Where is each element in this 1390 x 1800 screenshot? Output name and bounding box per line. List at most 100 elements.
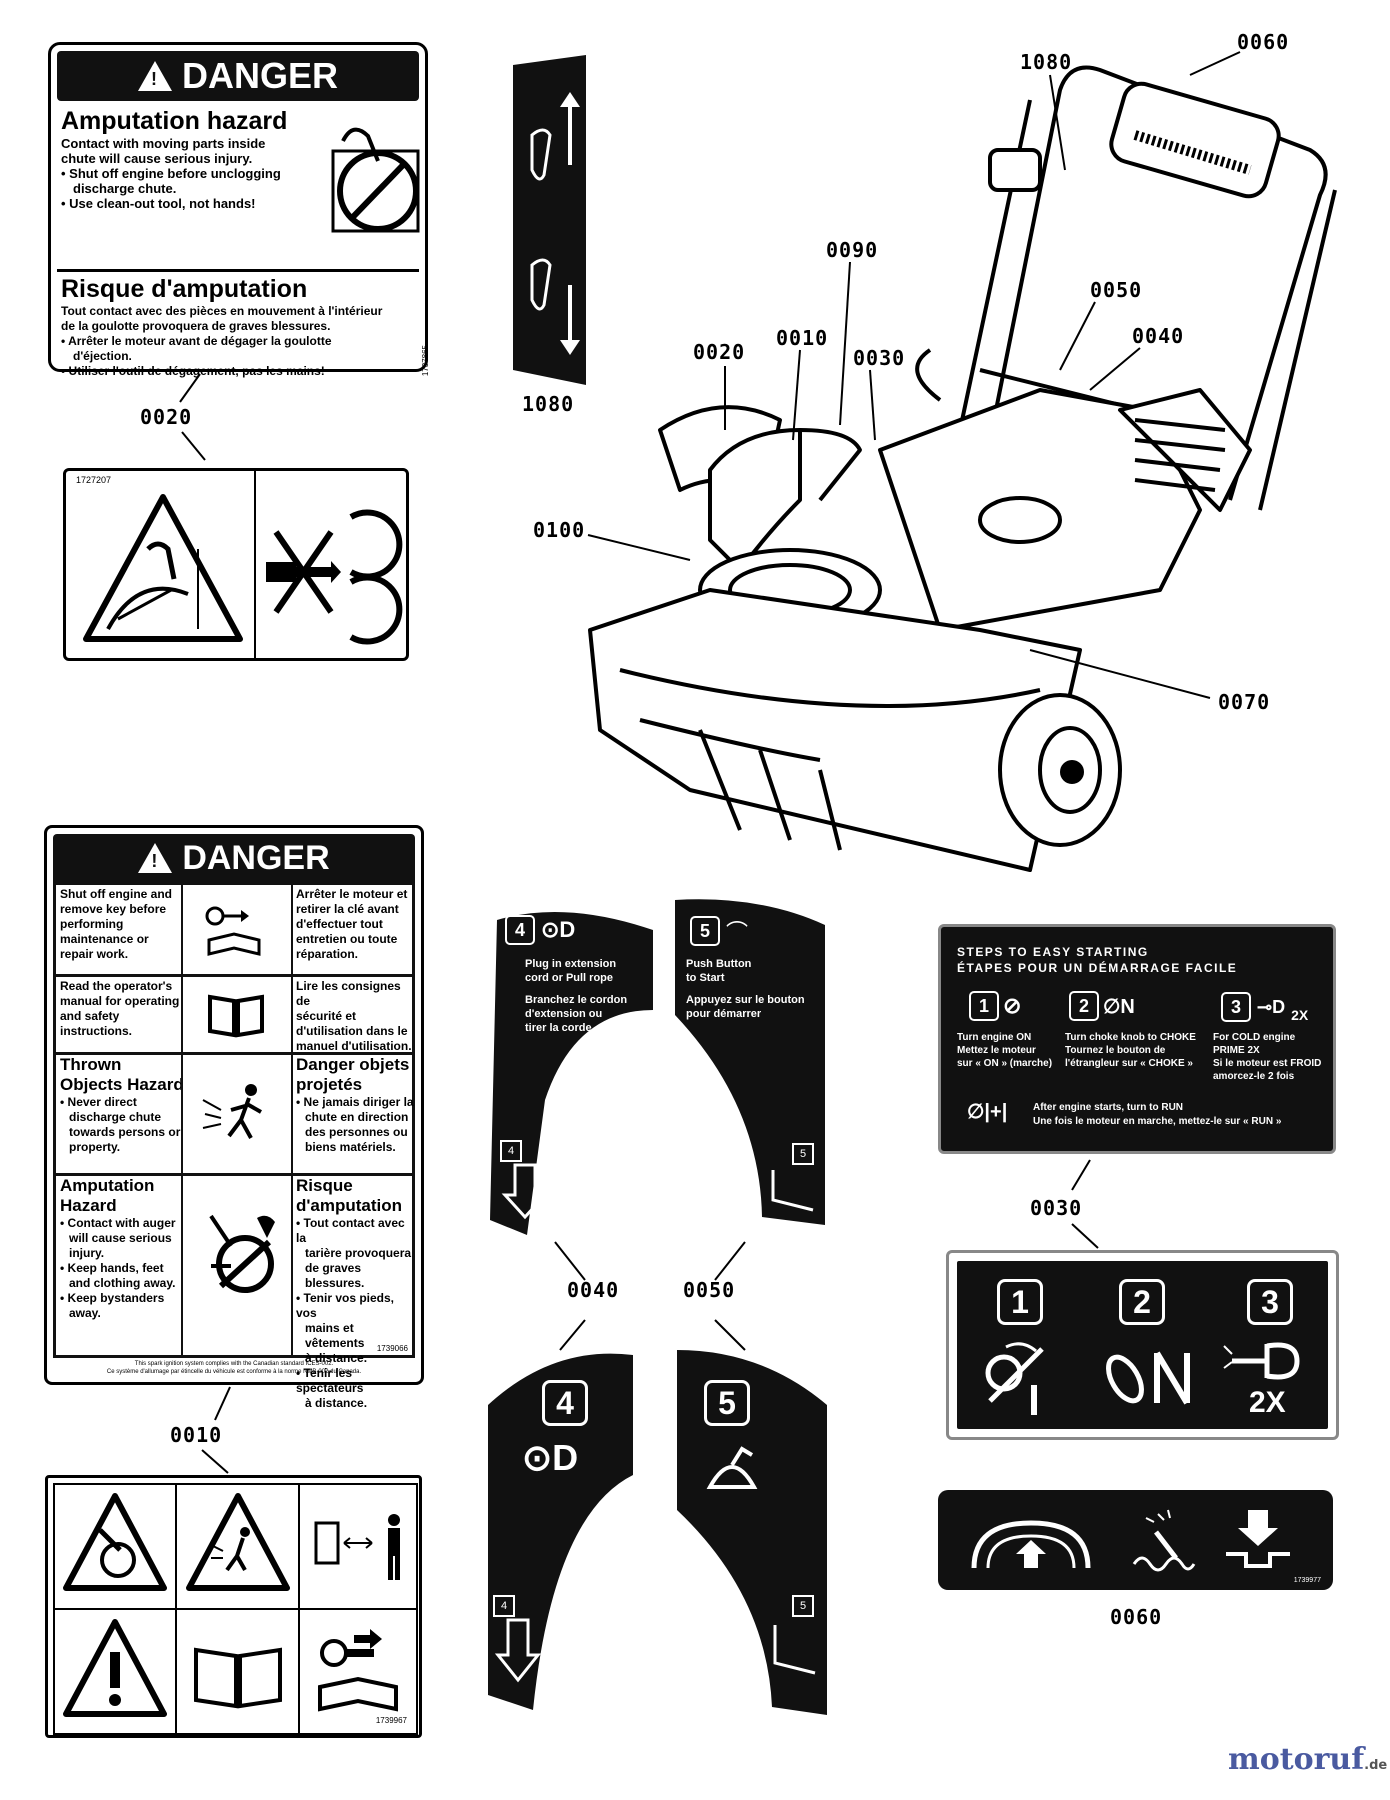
fr-title: Risque d'amputation xyxy=(61,275,308,303)
choke-icon xyxy=(1106,1351,1190,1405)
leader-line xyxy=(201,1449,229,1474)
callout-0040: 0040 xyxy=(1132,324,1185,348)
read-manual-icon xyxy=(194,1647,282,1709)
compliance-footer: This spark ignition system complies with… xyxy=(106,1361,362,1375)
drive-bail-icon xyxy=(971,1520,1091,1569)
decal-0040-large: 4 ⊙D 4 xyxy=(490,1375,635,1705)
warning-icon: ! xyxy=(138,843,173,873)
corner-arrow: 5 xyxy=(792,1143,814,1165)
decal-1739967-pictograms: 1739967 xyxy=(45,1475,422,1738)
en-title: Amputation hazard xyxy=(61,107,288,135)
title-en: STEPS TO EASY STARTING xyxy=(957,945,1149,959)
hook-arrow-icon xyxy=(771,1170,814,1212)
part-number: 1727207 xyxy=(76,475,112,485)
part-number: 1739967 xyxy=(375,1716,407,1725)
callout-0020-main: 0020 xyxy=(693,340,746,364)
prime-2x: 2X xyxy=(1249,1386,1286,1419)
step-1: 1 xyxy=(997,1279,1043,1325)
callout-0040: 0040 xyxy=(567,1278,620,1302)
motoruf-watermark: motoruf.de xyxy=(1228,1742,1388,1777)
plug-icon: ⊙D xyxy=(522,1437,579,1478)
decal-0040-small: 4 ⊙D Plug in extension cord or Pull rope… xyxy=(495,915,660,1235)
auger-amputation-icon xyxy=(209,1214,275,1293)
callout-0070: 0070 xyxy=(1218,690,1271,714)
choke-knob-icon: ∅Ν xyxy=(1103,995,1135,1018)
operator-manual-icon xyxy=(208,994,264,1038)
leader-line xyxy=(181,431,206,461)
corner-arrow: 4 xyxy=(493,1595,515,1617)
step-number: 4 xyxy=(505,915,535,945)
snow-thrower-illustration xyxy=(588,65,1337,872)
decal-0020-amputation: ! DANGER Amputation hazard Contact with … xyxy=(48,42,430,378)
push-button-icon: ⌒ xyxy=(726,920,749,945)
danger-header: ! DANGER xyxy=(53,834,415,882)
danger-header: ! DANGER xyxy=(57,51,419,101)
step-2: 2 xyxy=(1119,1279,1165,1325)
corner-arrow: 5 xyxy=(792,1595,814,1617)
callout-0090: 0090 xyxy=(826,238,879,262)
step-number: 4 xyxy=(542,1380,588,1426)
callout-0020: 0020 xyxy=(140,405,193,429)
step-number: 5 xyxy=(690,916,720,946)
callout-0100: 0100 xyxy=(533,518,586,542)
callout-0010: 0010 xyxy=(170,1423,223,1447)
leader-line xyxy=(214,1386,231,1421)
bystander-distance-icon xyxy=(314,1514,400,1580)
down-arrow-icon xyxy=(494,1618,542,1683)
push-button-icon xyxy=(706,1446,758,1489)
r3-fr: Danger objets projetés • Ne jamais dirig… xyxy=(296,1055,414,1154)
warning-icon: ! xyxy=(137,61,172,91)
callout-0030-main: 0030 xyxy=(853,346,906,370)
hook-arrow-icon xyxy=(773,1625,816,1675)
callout-0050: 0050 xyxy=(1090,278,1143,302)
ignition-on-icon xyxy=(985,1342,1044,1415)
part-number: 1739977 xyxy=(1293,1577,1321,1584)
callout-0010-main: 0010 xyxy=(776,326,829,350)
step-2: 2 xyxy=(1069,991,1099,1021)
run-icon: ∅|+| xyxy=(967,1101,1008,1123)
part-number: 1737865 xyxy=(421,345,430,377)
primer-icon xyxy=(1223,1342,1300,1380)
title-fr: ÉTAPES POUR UN DÉMARRAGE FACILE xyxy=(957,961,1238,975)
decal-1080-chute-strip xyxy=(513,55,586,385)
corner-arrow: 4 xyxy=(500,1140,522,1162)
callout-0060: 0060 xyxy=(1237,30,1290,54)
plug-icon: ⊙D xyxy=(541,917,576,942)
decal-0050-large: 5 5 xyxy=(680,1375,830,1705)
key-manual-icon xyxy=(205,906,261,956)
remove-key-icon xyxy=(318,1629,398,1712)
decal-0050-small-shape xyxy=(675,899,825,1225)
decal-start-icons-123: 1 2 3 2X xyxy=(946,1250,1339,1440)
callout-1080: 1080 xyxy=(1020,50,1073,74)
leader-lines xyxy=(554,1241,746,1351)
decal-0050-small: 5 ⌒ Push Button to Start Appuyez sur le … xyxy=(680,915,830,1235)
r4-fr: Risque d'amputation • Tout contact avec … xyxy=(296,1176,412,1410)
prime-count: 2X xyxy=(1291,1007,1309,1023)
callout-0060: 0060 xyxy=(1110,1605,1163,1629)
callout-0050: 0050 xyxy=(683,1278,736,1302)
auger-warning-icon xyxy=(63,1493,167,1591)
down-arrow-icon xyxy=(501,1163,549,1220)
thrown-objects-icon xyxy=(202,1084,262,1139)
auger-spray-icon xyxy=(1132,1509,1196,1572)
decal-0040-small-shape xyxy=(490,912,653,1235)
leader-line xyxy=(179,373,201,403)
callout-0030: 0030 xyxy=(1030,1196,1083,1220)
thrown-objects-warning-icon xyxy=(186,1493,290,1591)
part-number: 1739066 xyxy=(376,1344,408,1353)
step-number: 5 xyxy=(704,1380,750,1426)
hand-in-chute-icon xyxy=(331,127,420,233)
decal-0030-easy-starting: STEPS TO EASY STARTING ÉTAPES POUR UN DÉ… xyxy=(938,924,1336,1154)
auger-hand-warning-icon xyxy=(83,494,243,642)
step-1: 1 xyxy=(969,991,999,1021)
primer-icon: ⊸D xyxy=(1257,996,1286,1017)
leader-line xyxy=(1071,1159,1091,1191)
step-3: 3 xyxy=(1221,992,1251,1022)
decal-1727207: 1727207 xyxy=(63,468,409,661)
